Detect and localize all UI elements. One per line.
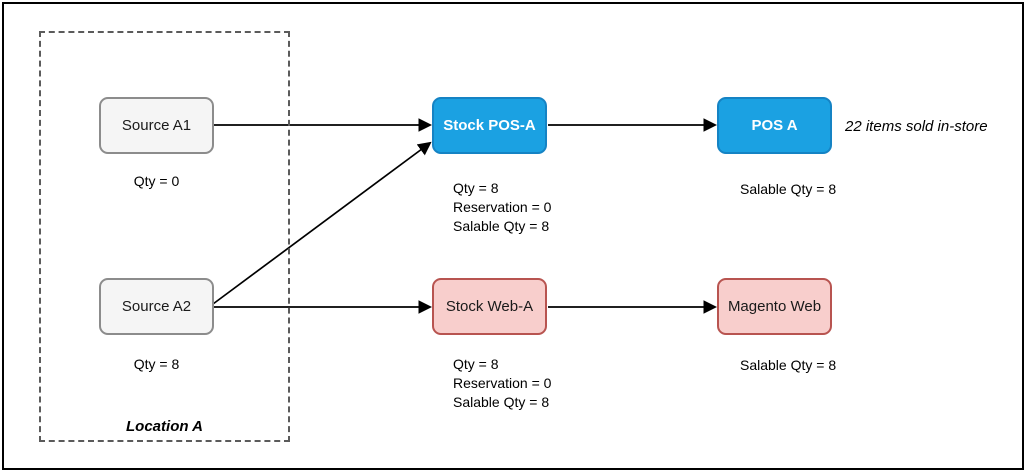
stock-web-a-stat-qty: Qty = 8 (453, 356, 499, 372)
node-pos-a: POS A (717, 97, 832, 154)
magento-web-salable-caption: Salable Qty = 8 (740, 357, 837, 373)
location-a-group: Location A (39, 31, 290, 442)
node-source-a1-label: Source A1 (121, 117, 192, 134)
pos-a-salable-caption: Salable Qty = 8 (740, 181, 837, 197)
node-source-a2-label: Source A2 (121, 298, 192, 315)
location-a-label: Location A (126, 418, 203, 435)
stock-pos-a-stat-salable: Salable Qty = 8 (453, 218, 550, 234)
node-pos-a-label: POS A (751, 117, 798, 134)
node-stock-pos-a: Stock POS-A (432, 97, 547, 154)
stock-pos-a-stat-qty: Qty = 8 (453, 180, 499, 196)
source-a1-qty-caption: Qty = 0 (133, 173, 180, 189)
stock-pos-a-stat-reservation: Reservation = 0 (453, 199, 552, 215)
node-magento-web-label: Magento Web (727, 298, 822, 315)
node-magento-web: Magento Web (717, 278, 832, 335)
node-source-a1: Source A1 (99, 97, 214, 154)
source-a2-qty-caption: Qty = 8 (133, 356, 180, 372)
stock-web-a-stat-salable: Salable Qty = 8 (453, 394, 550, 410)
stock-web-a-stats: Qty = 8 Reservation = 0 Salable Qty = 8 (453, 355, 551, 412)
node-source-a2: Source A2 (99, 278, 214, 335)
stock-web-a-stat-reservation: Reservation = 0 (453, 375, 552, 391)
sold-in-store-annotation: 22 items sold in-store (845, 118, 988, 135)
stock-pos-a-stats: Qty = 8 Reservation = 0 Salable Qty = 8 (453, 179, 551, 236)
node-stock-web-a-label: Stock Web-A (445, 298, 534, 315)
node-stock-pos-a-label: Stock POS-A (443, 117, 536, 134)
node-stock-web-a: Stock Web-A (432, 278, 547, 335)
